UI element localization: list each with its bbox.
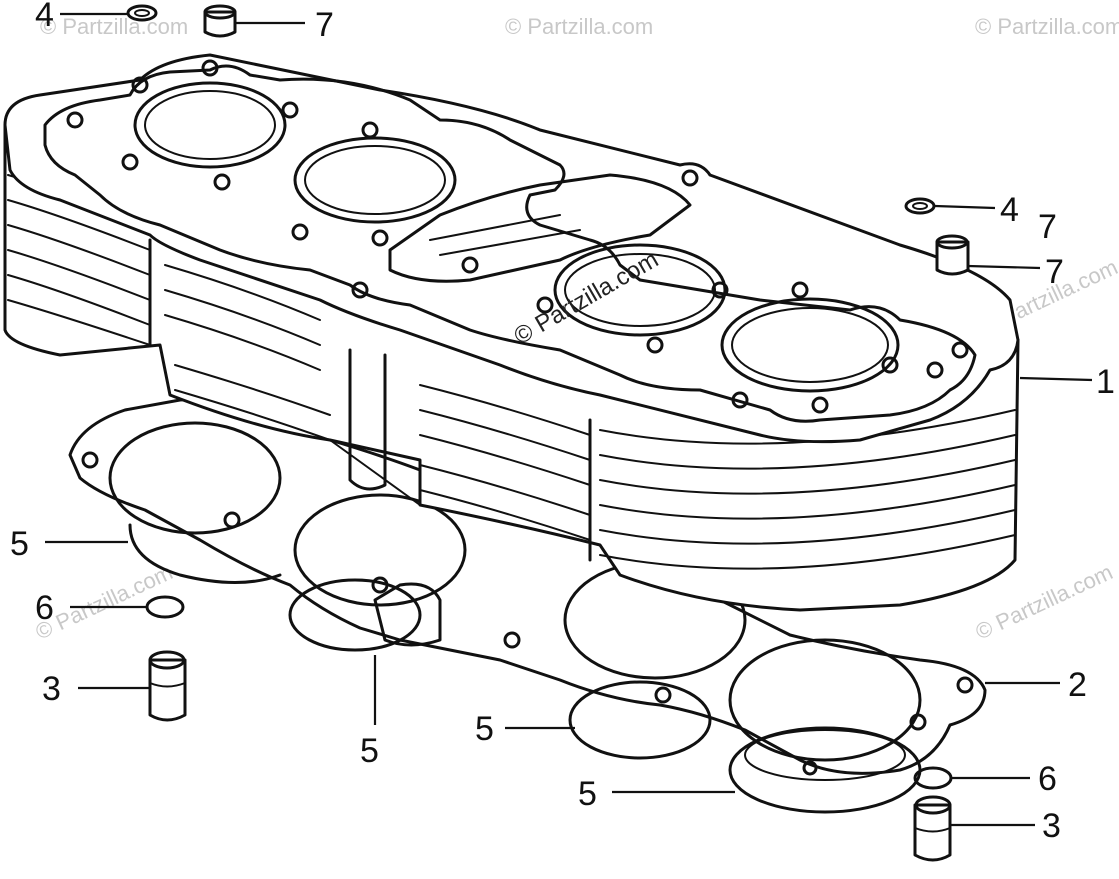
base-gasket-2 <box>68 397 987 776</box>
cylinder-top-deck <box>3 53 1020 444</box>
callout-5: 5 <box>360 732 379 770</box>
callout-7: 7 <box>1045 253 1064 291</box>
callout-6: 6 <box>1038 760 1057 798</box>
callout-3: 3 <box>42 670 61 708</box>
callout-5: 5 <box>475 710 494 748</box>
callout-2: 2 <box>1068 666 1087 704</box>
callout-6: 6 <box>35 589 54 627</box>
callout-4: 4 <box>35 0 54 34</box>
callout-5: 5 <box>10 525 29 563</box>
hardware-parts <box>126 4 970 862</box>
watermark-text: © Partzilla.com <box>40 14 188 39</box>
callout-1: 1 <box>1096 363 1115 401</box>
callout-7: 7 <box>1038 208 1057 246</box>
watermark-text: © Partzilla.com <box>975 14 1119 39</box>
callout-5: 5 <box>578 775 597 813</box>
callout-3: 3 <box>1042 807 1061 845</box>
leader-lines <box>45 12 1093 827</box>
callout-labels: 4 7 4 7 7 1 2 5 6 3 5 5 5 6 3 <box>10 0 1115 845</box>
callout-7: 7 <box>315 6 334 44</box>
watermark-text: © Partzilla.com <box>505 14 653 39</box>
callout-4: 4 <box>1000 191 1019 229</box>
